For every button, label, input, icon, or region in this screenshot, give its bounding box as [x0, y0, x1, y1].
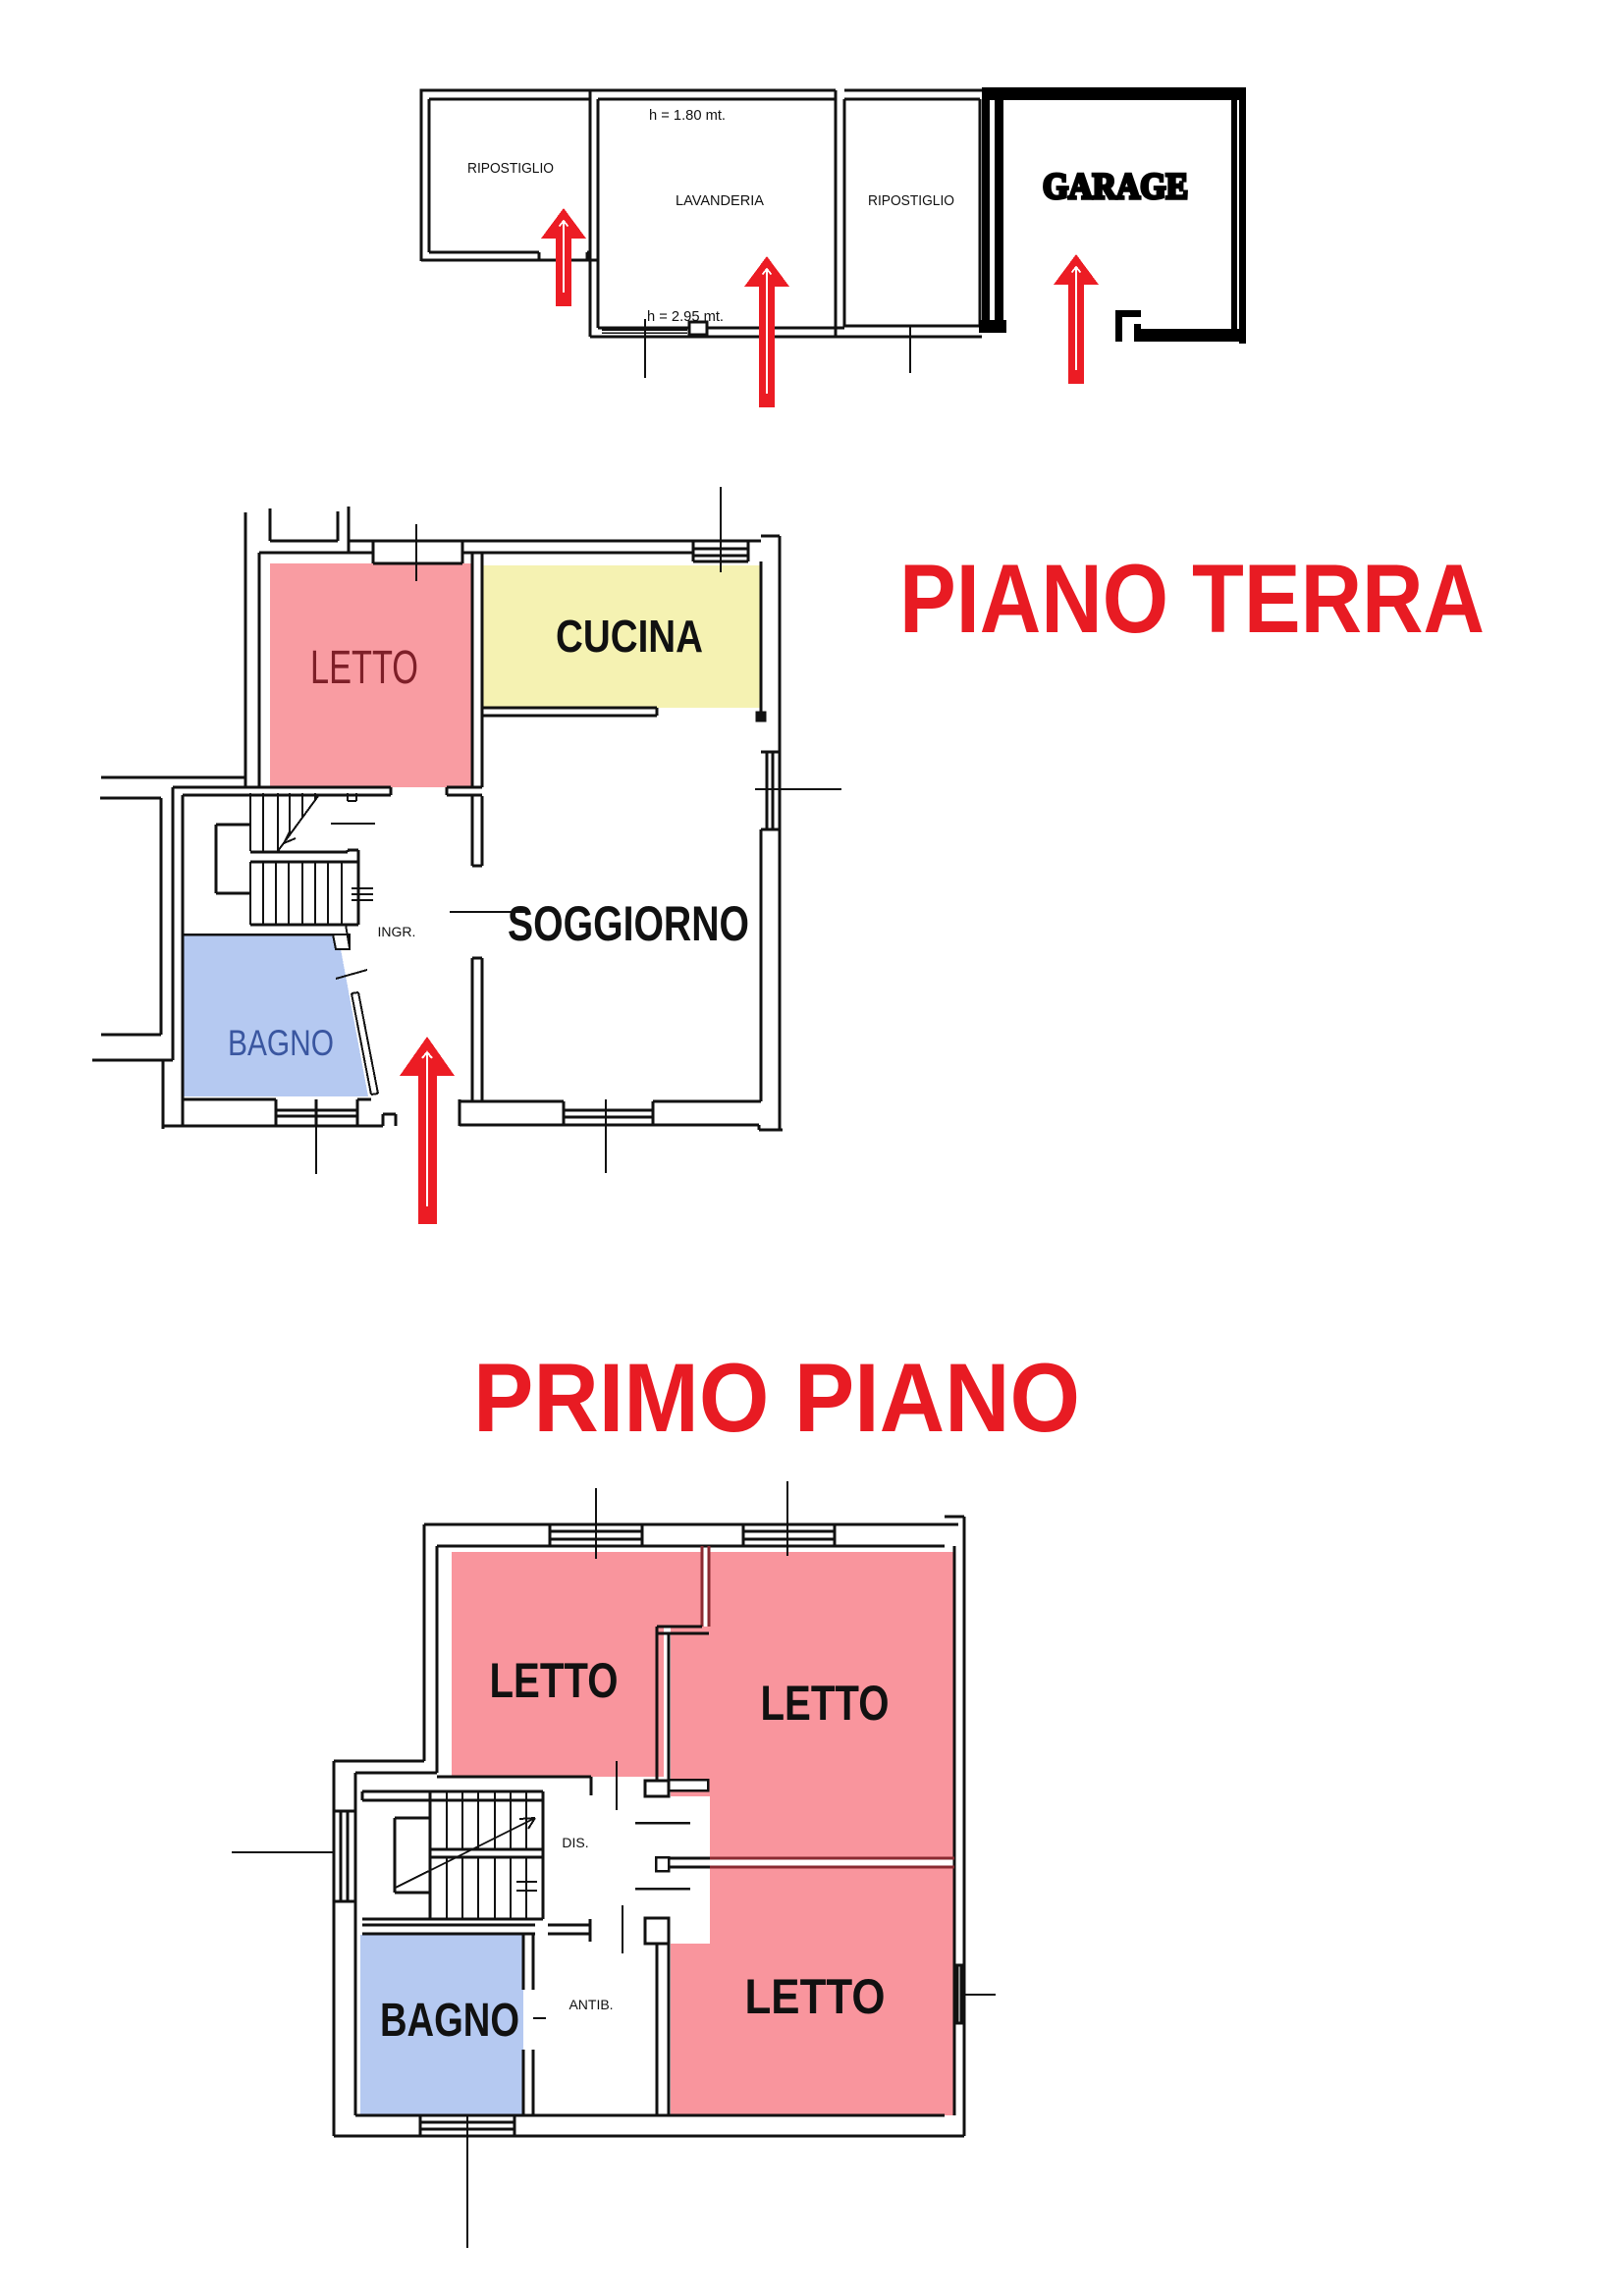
- svg-text:h = 2.95 mt.: h = 2.95 mt.: [647, 308, 724, 325]
- svg-text:LETTO: LETTO: [761, 1676, 890, 1731]
- svg-text:ANTIB.: ANTIB.: [568, 1997, 613, 2012]
- svg-text:RIPOSTIGLIO: RIPOSTIGLIO: [868, 192, 954, 209]
- svg-text:LETTO: LETTO: [745, 1969, 886, 2024]
- svg-text:BAGNO: BAGNO: [380, 1995, 519, 2047]
- svg-text:DIS.: DIS.: [562, 1835, 588, 1850]
- svg-text:LETTO: LETTO: [490, 1653, 619, 1708]
- svg-text:BAGNO: BAGNO: [228, 1023, 334, 1063]
- svg-text:PRIMO PIANO: PRIMO PIANO: [473, 1343, 1080, 1452]
- svg-text:LETTO: LETTO: [310, 642, 418, 694]
- svg-text:LAVANDERIA: LAVANDERIA: [676, 192, 764, 209]
- svg-text:INGR.: INGR.: [378, 924, 416, 939]
- svg-text:SOGGIORNO: SOGGIORNO: [508, 896, 749, 951]
- svg-text:h = 1.80 mt.: h = 1.80 mt.: [649, 107, 726, 124]
- svg-text:CUCINA: CUCINA: [556, 611, 703, 662]
- svg-text:GARAGE: GARAGE: [1043, 167, 1188, 207]
- svg-text:RIPOSTIGLIO: RIPOSTIGLIO: [467, 160, 554, 177]
- svg-text:PIANO TERRA: PIANO TERRA: [899, 544, 1485, 653]
